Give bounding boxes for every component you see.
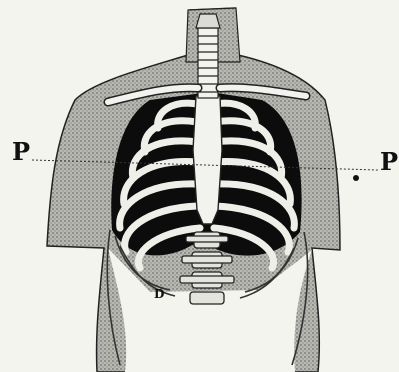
p-marker-dot	[353, 175, 359, 181]
label-p-right: P	[380, 150, 398, 174]
sternum	[193, 96, 222, 224]
label-p-left: P	[12, 140, 30, 164]
label-d: D	[154, 288, 164, 300]
